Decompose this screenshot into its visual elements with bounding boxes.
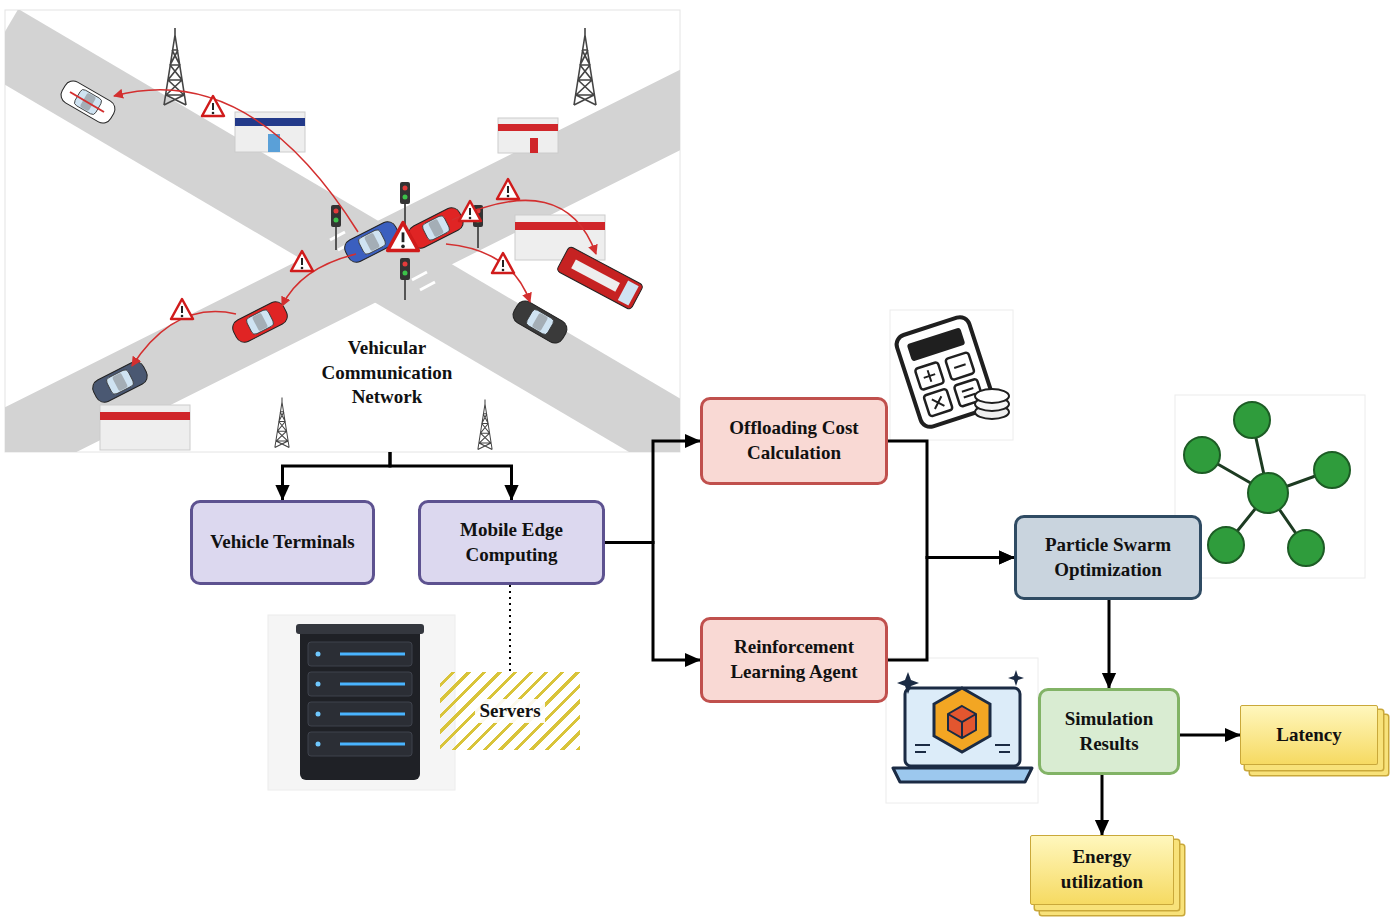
warning-sign (171, 299, 193, 319)
process-box: Vehicle Terminals (190, 500, 375, 585)
illustration-panel: Vehicular Communication Network (5, 10, 680, 452)
tower (478, 399, 492, 449)
connector (1108, 600, 1111, 688)
node-label: Offloading Cost Calculation (710, 416, 878, 465)
node-label: Latency (1276, 723, 1341, 748)
connector (390, 452, 512, 500)
tower (164, 28, 186, 105)
connector (888, 441, 1014, 558)
connector (1180, 734, 1240, 737)
laptop-icon (886, 658, 1038, 803)
signal-arc (452, 200, 596, 254)
process-box: Mobile Edge Computing (418, 500, 605, 585)
connector (605, 441, 700, 543)
building (235, 112, 305, 152)
tower (574, 28, 596, 105)
node-label: Simulation Results (1048, 707, 1170, 756)
calculator-icon (890, 310, 1013, 440)
connector (1101, 775, 1104, 835)
process-box: Reinforcement Learning Agent (700, 617, 888, 703)
hatched-region: Servers (440, 672, 580, 750)
process-box: Particle Swarm Optimization (1014, 515, 1202, 600)
output-box: Energy utilization (1030, 835, 1174, 905)
car (510, 298, 570, 347)
node-label: Particle Swarm Optimization (1024, 533, 1192, 582)
node-label: Energy utilization (1040, 845, 1164, 894)
network-icon (1175, 395, 1365, 578)
scene (5, 28, 680, 452)
building (498, 118, 558, 153)
dotted-link (509, 585, 511, 672)
car (230, 299, 291, 346)
signal-arc (446, 244, 530, 302)
output-box: Latency (1240, 705, 1378, 765)
network-label: Vehicular Communication Network (307, 336, 467, 410)
ambulance (58, 78, 118, 127)
server-icon (268, 615, 455, 790)
road (5, 100, 680, 450)
process-box: Simulation Results (1038, 688, 1180, 775)
car (90, 359, 151, 406)
signal-arc (282, 254, 356, 306)
node-label: Reinforcement Learning Agent (710, 635, 878, 684)
connector (605, 543, 700, 661)
ambulance-stripe (70, 92, 104, 112)
warning-sign (497, 179, 519, 199)
node-label: Mobile Edge Computing (428, 518, 595, 567)
building (100, 405, 190, 450)
node-label: Vehicle Terminals (210, 530, 354, 555)
connector (283, 452, 391, 500)
signal-arc (114, 90, 358, 232)
building (515, 215, 605, 260)
tower (275, 397, 289, 447)
connector (888, 558, 1014, 661)
warning-sign (202, 96, 224, 116)
warning-sign (492, 253, 514, 273)
warning-sign (459, 201, 481, 221)
warning-sign (388, 223, 419, 251)
traffic-light (331, 182, 483, 300)
process-box: Offloading Cost Calculation (700, 397, 888, 485)
fire-truck (556, 246, 643, 310)
warning-sign (291, 251, 313, 271)
node-label: Servers (475, 699, 544, 724)
